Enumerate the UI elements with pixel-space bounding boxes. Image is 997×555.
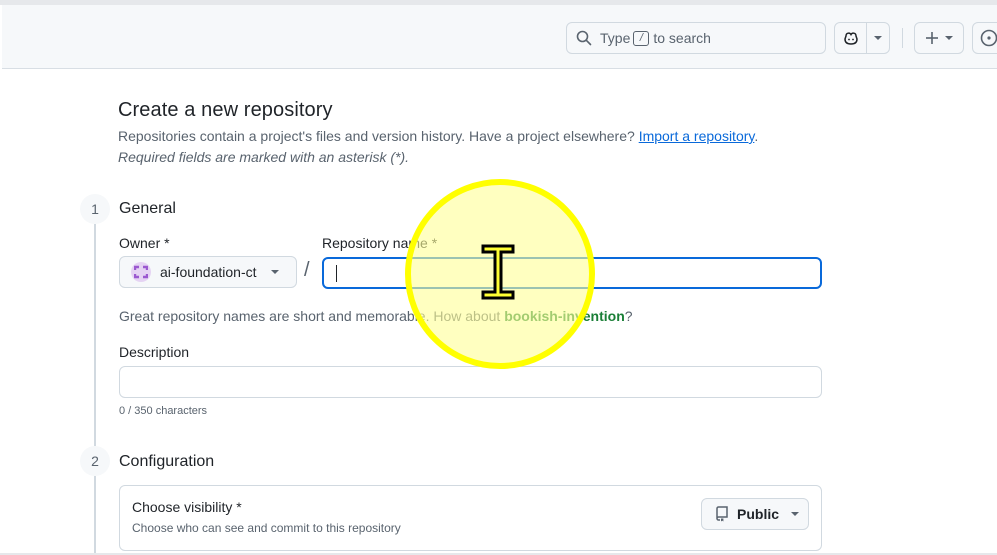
hint-suffix: ?	[624, 308, 633, 324]
search-suffix: to search	[653, 30, 711, 46]
page-subtitle: Repositories contain a project's files a…	[118, 128, 758, 144]
step-1-connector	[94, 224, 96, 446]
search-input[interactable]: Type / to search	[566, 22, 826, 54]
repo-icon	[716, 506, 728, 522]
import-repository-link[interactable]: Import a repository	[638, 128, 755, 144]
owner-select[interactable]: ai-foundation-ct	[119, 256, 297, 288]
repository-name-hint: Great repository names are short and mem…	[119, 308, 633, 324]
create-new-button[interactable]	[914, 22, 964, 54]
chevron-down-icon	[874, 36, 882, 40]
suggested-name-link[interactable]: bookish-invention	[504, 308, 625, 324]
text-cursor	[336, 265, 337, 282]
visibility-panel: Choose visibility * Choose who can see a…	[119, 485, 822, 551]
visibility-value: Public	[737, 506, 780, 522]
copilot-menu-button[interactable]	[867, 23, 889, 53]
description-input[interactable]	[119, 366, 822, 398]
owner-repo-separator: /	[304, 259, 310, 281]
visibility-subtitle: Choose who can see and commit to this re…	[132, 521, 401, 535]
page-title: Create a new repository	[118, 99, 333, 121]
description-counter: 0 / 350 characters	[119, 405, 208, 417]
issues-icon	[980, 29, 997, 47]
copilot-button-group	[834, 22, 890, 54]
visibility-select[interactable]: Public	[701, 498, 809, 530]
visibility-title: Choose visibility *	[132, 499, 242, 515]
step-2-connector	[94, 476, 96, 555]
hint-text: Great repository names are short and mem…	[119, 308, 501, 324]
owner-label: Owner *	[119, 235, 170, 251]
plus-icon	[926, 32, 938, 44]
repository-name-input[interactable]	[322, 257, 822, 289]
organization-avatar-icon	[134, 265, 148, 279]
header-divider	[902, 28, 903, 48]
search-prefix: Type	[600, 30, 631, 46]
global-header	[2, 5, 997, 69]
issues-button[interactable]	[972, 22, 997, 54]
subtitle-text: Repositories contain a project's files a…	[118, 128, 635, 144]
browser-top-strip	[0, 0, 997, 5]
chevron-down-icon	[791, 512, 800, 516]
owner-avatar	[131, 262, 151, 282]
search-shortcut-key: /	[633, 30, 650, 46]
bottom-edge	[0, 553, 997, 555]
copilot-button[interactable]	[835, 23, 867, 53]
step-2-number: 2	[80, 446, 110, 476]
step-1-number: 1	[80, 194, 110, 224]
chevron-down-icon	[945, 36, 953, 40]
copilot-icon	[843, 32, 858, 45]
chevron-down-icon	[270, 270, 279, 274]
owner-value: ai-foundation-ct	[160, 264, 257, 280]
description-label: Description	[119, 344, 190, 360]
repository-name-label: Repository name *	[322, 235, 438, 251]
search-icon	[576, 30, 592, 46]
step-1-title: General	[119, 200, 176, 217]
step-2-title: Configuration	[119, 453, 215, 470]
required-fields-note: Required fields are marked with an aster…	[118, 149, 410, 165]
subtitle-end: .	[754, 128, 759, 144]
